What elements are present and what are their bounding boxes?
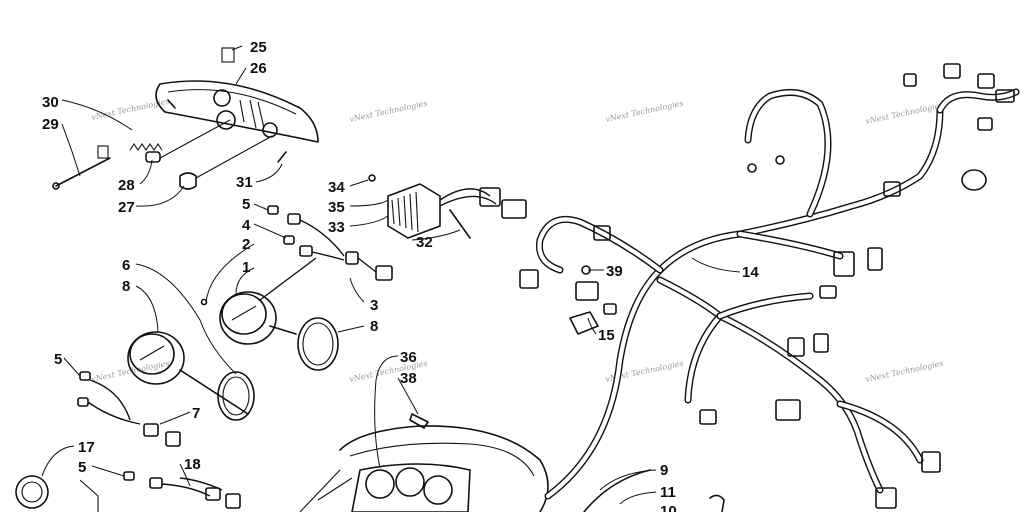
dash-panel <box>299 413 549 512</box>
callout-38: 38 <box>400 370 417 387</box>
bezel-ring <box>217 371 255 421</box>
callout-30: 30 <box>42 94 59 111</box>
callout-14: 14 <box>742 264 759 281</box>
callout-17: 17 <box>78 439 95 456</box>
watermark: vNext Technologies <box>865 359 945 384</box>
callout-8b: 8 <box>122 278 130 295</box>
callout-34: 34 <box>328 179 345 196</box>
watermark: vNext Technologies <box>865 101 945 126</box>
callouts: 25 26 30 29 28 27 31 34 35 33 32 5 4 2 1… <box>42 39 759 512</box>
watermarks: vNext Technologies vNext Technologies vN… <box>91 97 945 384</box>
callout-5a: 5 <box>242 196 250 213</box>
bezel-ring <box>297 317 339 371</box>
bulb-clip <box>221 47 235 63</box>
callout-10: 10 <box>660 503 677 512</box>
main-wiring-harness <box>535 88 1020 500</box>
watermark: vNext Technologies <box>91 97 171 122</box>
callout-2: 2 <box>242 236 250 253</box>
adjuster-spring <box>52 143 163 190</box>
callout-15: 15 <box>598 327 615 344</box>
callout-4: 4 <box>242 217 251 234</box>
callout-6: 6 <box>122 257 130 274</box>
callout-11: 11 <box>660 484 676 501</box>
callout-39: 39 <box>606 263 623 280</box>
speedometer-gauge <box>200 257 317 345</box>
harness-connectors <box>519 63 1015 512</box>
leader-lines <box>41 45 741 505</box>
bulb-sockets-lower <box>77 371 181 447</box>
callout-9: 9 <box>660 462 668 479</box>
tachometer-gauge <box>127 331 249 415</box>
callout-7: 7 <box>192 405 200 422</box>
callout-33: 33 <box>328 219 345 236</box>
watermark: vNext Technologies <box>605 99 685 124</box>
callout-27: 27 <box>118 199 135 216</box>
callout-5b: 5 <box>54 351 62 368</box>
bulb-sockets-upper <box>267 205 393 281</box>
socket-parts <box>145 119 287 190</box>
headlight-assembly <box>155 47 319 143</box>
callout-29: 29 <box>42 116 59 133</box>
callout-25: 25 <box>250 39 267 56</box>
voltage-regulator <box>368 174 527 239</box>
callout-35: 35 <box>328 199 345 216</box>
callout-32: 32 <box>416 234 433 251</box>
callout-31: 31 <box>236 174 253 191</box>
callout-18: 18 <box>184 456 201 473</box>
callout-26: 26 <box>250 60 267 77</box>
callout-36: 36 <box>400 349 417 366</box>
callout-5c: 5 <box>78 459 86 476</box>
callout-3: 3 <box>370 297 378 314</box>
callout-28: 28 <box>118 177 135 194</box>
watermark: vNext Technologies <box>349 99 429 124</box>
watermark: vNext Technologies <box>91 359 171 384</box>
callout-1: 1 <box>242 259 250 276</box>
callout-8a: 8 <box>370 318 378 335</box>
lower-left-gauge <box>15 471 241 512</box>
